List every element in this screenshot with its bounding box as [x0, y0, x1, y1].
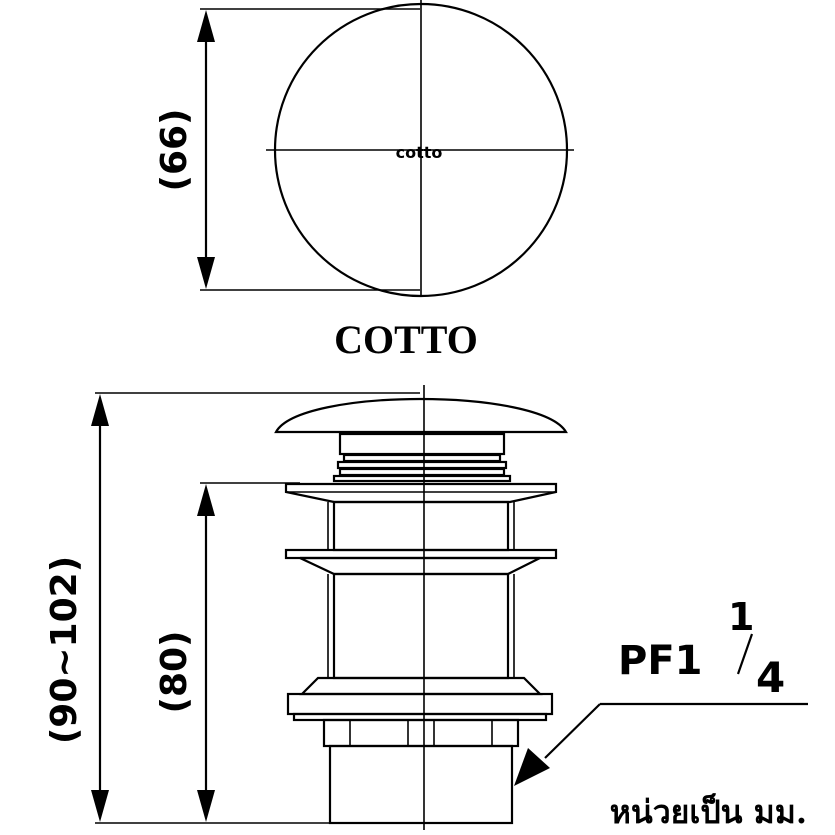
- thread-prefix: PF1: [618, 638, 702, 684]
- main-body: [332, 572, 510, 680]
- lock-nut: [286, 692, 554, 716]
- arrow-down-icon: [197, 257, 215, 289]
- cap-stem: [338, 432, 506, 456]
- arrow-down-icon: [197, 790, 215, 822]
- lower-thread-section: [322, 718, 520, 748]
- tail-pipe: [328, 744, 514, 825]
- upper-flange: [284, 482, 558, 504]
- thread-ring-2: [336, 460, 508, 470]
- mid-washer: [284, 548, 558, 560]
- dome-cap: [274, 397, 568, 434]
- thread-denominator: 4: [756, 653, 785, 702]
- top-view: (66) cotto: [154, 0, 574, 298]
- lock-nut-top: [299, 676, 543, 696]
- leader-arrow-icon: [514, 748, 550, 786]
- body-height-label: (80): [154, 630, 195, 713]
- brand-label: COTTO: [334, 317, 478, 362]
- thread-leader-line: [544, 703, 601, 759]
- thread-ring-3: [338, 467, 506, 477]
- total-height-label: (90~102): [44, 556, 85, 744]
- arrow-up-icon: [197, 10, 215, 42]
- diameter-label: (66): [154, 108, 195, 191]
- arrow-up-icon: [197, 484, 215, 516]
- upper-body: [332, 500, 510, 552]
- side-view: (90~102) (80): [44, 385, 808, 830]
- arrow-down-icon: [91, 790, 109, 822]
- cap-logo: cotto: [396, 143, 443, 162]
- thread-ring-4: [332, 474, 512, 483]
- mid-washer-taper: [299, 556, 541, 576]
- thread-ring-1: [342, 453, 502, 463]
- thread-numerator: 1: [728, 595, 754, 639]
- thread-fraction-slash: [736, 633, 754, 675]
- arrow-up-icon: [91, 394, 109, 426]
- unit-note: หน่วยเป็น มม.: [610, 792, 807, 831]
